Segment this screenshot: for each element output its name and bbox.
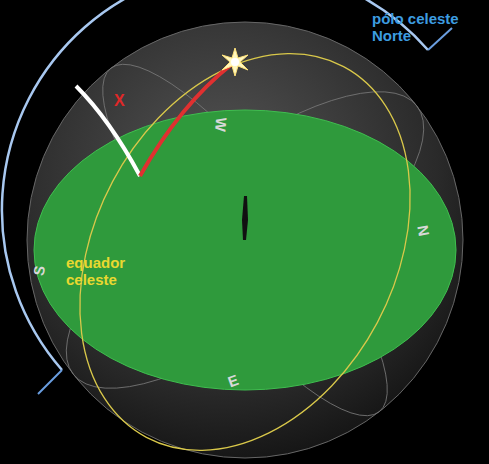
pole-label: pólo celeste Norte [372, 10, 484, 45]
equator-label: equador celeste [66, 254, 156, 289]
star [222, 48, 248, 76]
hour-circle [14, 0, 476, 464]
red-arc [140, 64, 232, 176]
arc-label: X [114, 92, 125, 110]
pole-axis [428, 28, 452, 50]
horizon-plane [34, 110, 456, 390]
sphere [27, 22, 463, 458]
white-arc [76, 86, 140, 176]
cardinal-point: W [212, 117, 230, 133]
grid-circle [24, 43, 466, 438]
observer [242, 196, 248, 240]
pole-axis [38, 370, 62, 394]
meridian [2, 0, 428, 370]
